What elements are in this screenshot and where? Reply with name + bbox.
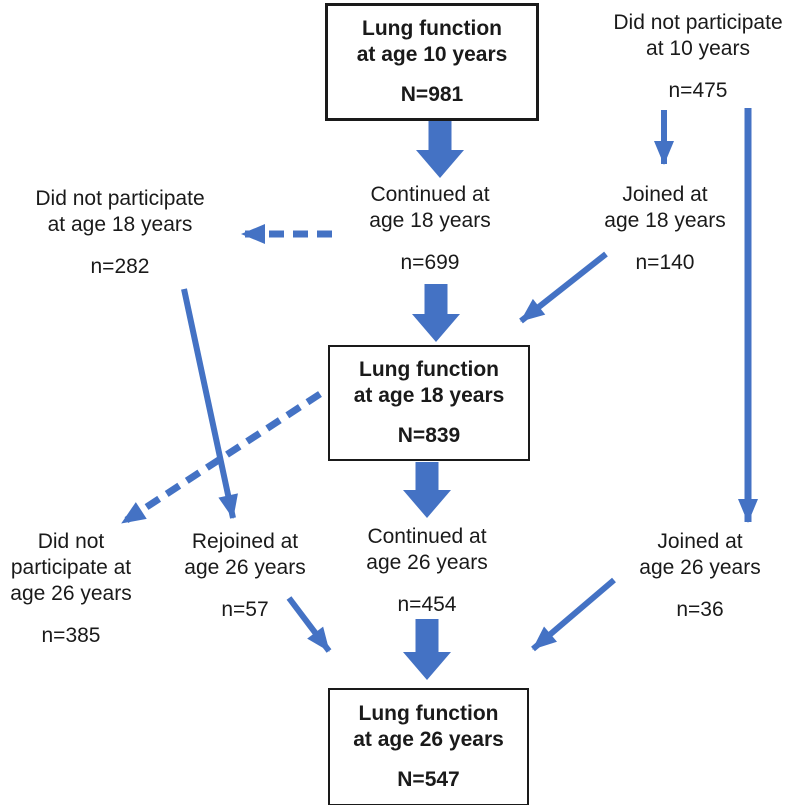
text-line: at 10 years xyxy=(646,37,750,60)
text-line: Joined at xyxy=(657,530,743,553)
text-line: Did not participate xyxy=(613,11,783,34)
label-joined-26: Joined at age 26 years n=36 xyxy=(602,529,787,623)
arrow-joined18-to-box18 xyxy=(519,251,608,324)
text-line: Did not participate xyxy=(35,187,205,210)
block-arrow-box10-to-continued18 xyxy=(416,119,464,178)
label-continued-26: Continued at age 26 years n=454 xyxy=(342,524,512,618)
box-lung-function-age-10: Lung function at age 10 years N=981 xyxy=(325,3,539,121)
box-title-line: at age 26 years xyxy=(353,728,504,751)
box-lung-function-age-18: Lung function at age 18 years N=839 xyxy=(328,345,530,461)
text-line: age 26 years xyxy=(639,556,761,579)
dashed-arrow-box18-to-not26 xyxy=(120,391,322,526)
text-line: age 18 years xyxy=(369,209,491,232)
box-lung-function-age-26: Lung function at age 26 years N=547 xyxy=(328,688,529,805)
label-joined-18: Joined at age 18 years n=140 xyxy=(580,182,750,276)
arrow-not18-to-rejoined26 xyxy=(181,288,238,519)
count-value: n=140 xyxy=(635,251,695,274)
text-line: Continued at xyxy=(370,183,490,206)
text-line: age 26 years xyxy=(184,556,306,579)
box-title-line: Lung function xyxy=(359,358,499,381)
arrow-joined26-to-box26 xyxy=(531,577,616,652)
count-value: n=282 xyxy=(90,255,150,278)
text-line: Continued at xyxy=(367,525,487,548)
text-line: age 26 years xyxy=(10,582,132,605)
text-line: Joined at xyxy=(622,183,708,206)
label-did-not-participate-18: Did not participate at age 18 years n=28… xyxy=(20,186,220,280)
box-title-line: at age 18 years xyxy=(353,384,505,407)
text-line: at age 18 years xyxy=(47,213,193,236)
block-arrow-box18-to-continued26 xyxy=(403,462,451,518)
count-value: n=454 xyxy=(397,593,457,616)
label-did-not-participate-10: Did not participate at 10 years n=475 xyxy=(600,10,787,104)
label-did-not-participate-26: Did not participate at age 26 years n=38… xyxy=(0,529,142,649)
total-value: N=981 xyxy=(400,83,464,106)
box-title-line: at age 10 years xyxy=(356,43,508,66)
box-title-line: Lung function xyxy=(358,702,499,725)
block-arrow-continued26-to-box26 xyxy=(403,619,451,680)
label-continued-18: Continued at age 18 years n=699 xyxy=(345,182,515,276)
text-line: participate at xyxy=(10,556,132,579)
total-value: N=839 xyxy=(397,424,461,447)
text-line: age 26 years xyxy=(366,551,488,574)
label-rejoined-26: Rejoined at age 26 years n=57 xyxy=(160,529,330,623)
count-value: n=475 xyxy=(668,79,728,102)
text-line: Rejoined at xyxy=(191,530,299,553)
count-value: n=36 xyxy=(676,598,724,621)
count-value: n=385 xyxy=(41,624,101,647)
count-value: n=699 xyxy=(400,251,460,274)
total-value: N=547 xyxy=(397,768,460,791)
text-line: age 18 years xyxy=(604,209,726,232)
arrow-rejoined26-to-box26 xyxy=(286,596,332,653)
count-value: n=57 xyxy=(221,598,269,621)
box-title-line: Lung function xyxy=(362,17,502,40)
text-line: Did not xyxy=(37,530,105,553)
block-arrow-continued18-to-box18 xyxy=(412,284,460,342)
